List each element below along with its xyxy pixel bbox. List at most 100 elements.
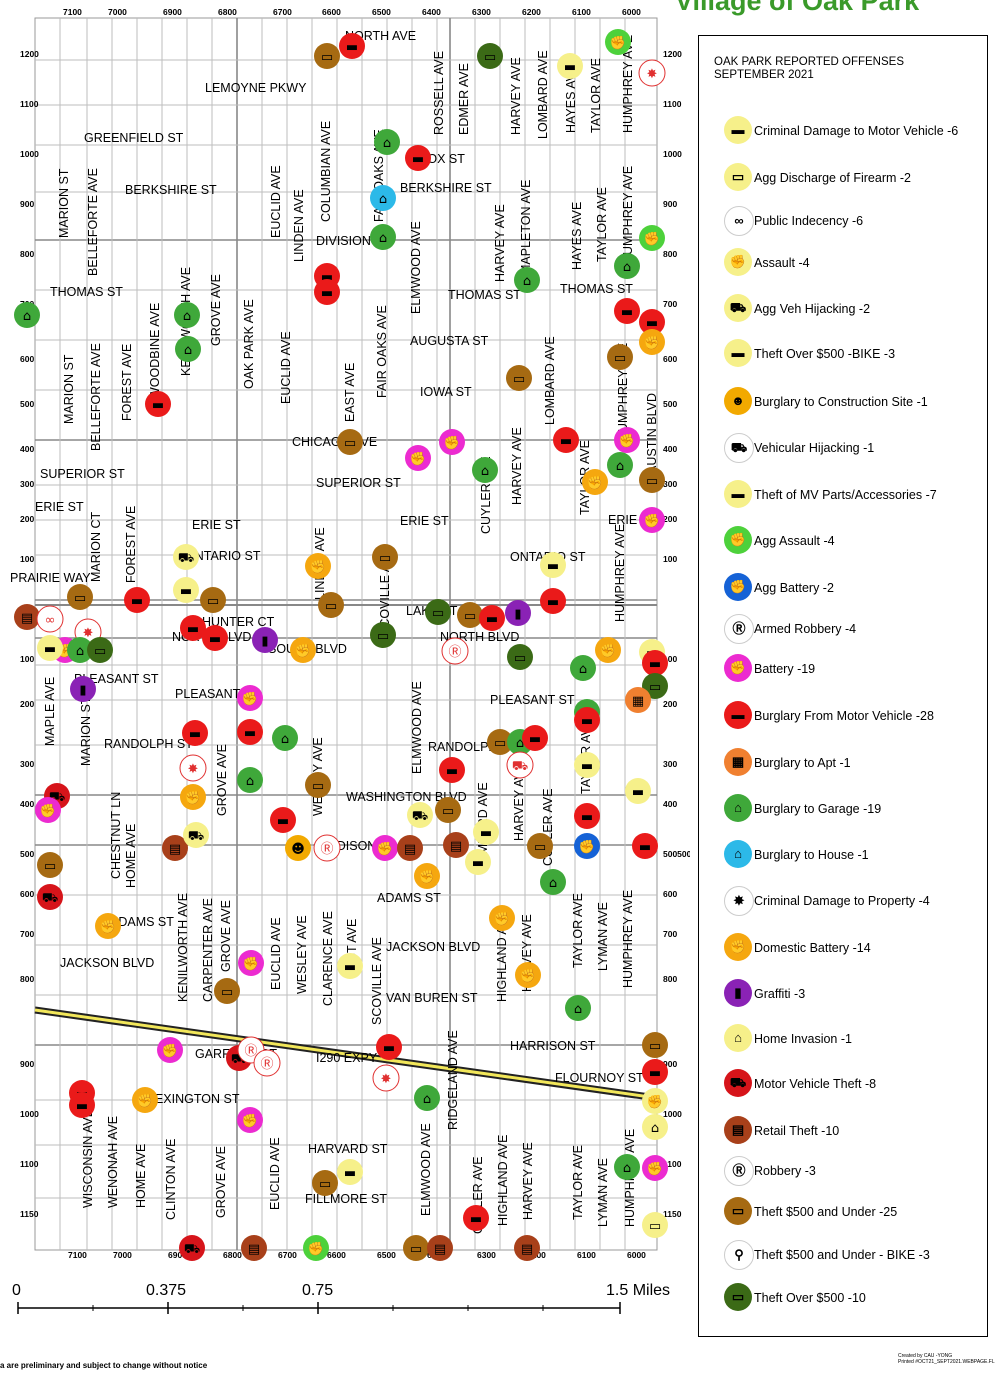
svg-text:⛟: ⛟ bbox=[412, 809, 428, 824]
street-label: WASHINGTON BLVD bbox=[346, 790, 467, 804]
legend-item: ✊Battery -19 bbox=[724, 654, 984, 684]
address-tick-right: 100 bbox=[663, 654, 677, 664]
svg-text:▭: ▭ bbox=[614, 351, 626, 366]
svg-text:▬: ▬ bbox=[189, 727, 201, 742]
svg-text:▬: ▬ bbox=[649, 1066, 661, 1081]
svg-text:⛟: ⛟ bbox=[188, 829, 204, 844]
legend-item: ▤Retail Theft -10 bbox=[724, 1116, 984, 1146]
address-tick-left: 1150 bbox=[20, 1209, 39, 1219]
street-label: EUCLID AVE bbox=[269, 165, 283, 238]
address-tick-left: 1100 bbox=[20, 1159, 39, 1169]
svg-text:▬: ▬ bbox=[639, 840, 651, 855]
legend-item-label: Agg Battery -2 bbox=[754, 581, 834, 595]
scale-label-3: 1.5 Miles bbox=[606, 1282, 670, 1299]
street-label: OAK PARK AVE bbox=[242, 299, 256, 389]
legend-item-label: Armed Robbery -4 bbox=[754, 622, 857, 636]
street-label: WISCONSIN AVE bbox=[81, 1109, 95, 1208]
fist-icon: ✊ bbox=[724, 654, 752, 682]
street-label: AUSTIN BLVD bbox=[645, 393, 659, 474]
street-label: FLOURNOY ST bbox=[555, 1071, 644, 1085]
street-label: CLINTON AVE bbox=[164, 1138, 178, 1220]
robbery-r-offense-marker: Ⓡ bbox=[253, 1049, 281, 1077]
svg-text:▭: ▭ bbox=[344, 436, 356, 451]
street-label: HARVEY AVE bbox=[512, 763, 526, 841]
house-offense-marker: ⌂ bbox=[607, 452, 633, 478]
address-tick-top: 6300 bbox=[472, 7, 491, 17]
car-offense-marker: ▬ bbox=[270, 807, 296, 833]
svg-text:▬: ▬ bbox=[646, 316, 658, 331]
fist-offense-marker: ✊ bbox=[238, 950, 264, 976]
map-title: Village of Oak Park bbox=[675, 0, 920, 16]
street-label: GREENFIELD ST bbox=[84, 131, 184, 145]
address-tick-right: 500 bbox=[663, 399, 677, 409]
svg-text:▭: ▭ bbox=[649, 1219, 661, 1234]
svg-text:▤: ▤ bbox=[434, 1242, 446, 1257]
domestic-offense-marker: ✊ bbox=[305, 553, 331, 579]
address-tick-top: 6500 bbox=[372, 7, 391, 17]
street-label: HUMPHREY AVE bbox=[621, 890, 635, 988]
address-tick-left: 1200 bbox=[20, 49, 39, 59]
svg-text:✊: ✊ bbox=[647, 1094, 663, 1110]
car-offense-marker: ▬ bbox=[145, 391, 171, 417]
street-label: TAYLOR AVE bbox=[589, 58, 603, 133]
vehicle-offense-marker: ⛟ bbox=[179, 1235, 205, 1261]
money-offense-marker: ▭ bbox=[305, 772, 331, 798]
legend-item: ▬Burglary From Motor Vehicle -28 bbox=[724, 701, 984, 731]
street-label: KENILWORTH AVE bbox=[176, 893, 190, 1002]
svg-text:▬: ▬ bbox=[472, 856, 484, 871]
house-offense-marker: ⌂ bbox=[67, 637, 93, 663]
domestic-offense-marker: ✊ bbox=[290, 637, 316, 663]
svg-text:✊: ✊ bbox=[185, 790, 201, 806]
svg-text:⌂: ⌂ bbox=[246, 774, 254, 789]
legend-item-label: Assault -4 bbox=[754, 256, 810, 270]
money-offense-marker: ▭ bbox=[435, 797, 461, 823]
domestic-offense-marker: ✊ bbox=[639, 329, 665, 355]
domestic-offense-marker: ✊ bbox=[582, 469, 608, 495]
offense-markers: ▬▭▭✊▬✸▬⌂⌂⌂⌂✊⌂⌂▬▬⌂⌂▬▬✊▭▭▬▭✊✊▬✊⌂⌂✊▭✊⛟▭▬✊▬▭… bbox=[14, 29, 668, 1261]
street-label: LYMAN AVE bbox=[596, 1158, 610, 1227]
car-offense-marker: ▬ bbox=[479, 605, 505, 631]
svg-text:▭: ▭ bbox=[325, 599, 337, 614]
spray-can-icon: ▮ bbox=[724, 979, 752, 1007]
svg-text:⌂: ⌂ bbox=[623, 1161, 631, 1176]
svg-text:▤: ▤ bbox=[21, 611, 33, 626]
legend-item-label: Criminal Damage to Property -4 bbox=[754, 894, 930, 908]
car-offense-marker: ▬ bbox=[522, 725, 548, 751]
svg-text:⌂: ⌂ bbox=[183, 309, 191, 324]
svg-text:⌂: ⌂ bbox=[623, 260, 631, 275]
svg-text:⌂: ⌂ bbox=[516, 736, 524, 751]
address-tick-bottom: 6300 bbox=[477, 1250, 496, 1260]
street-label: I290 EXPY bbox=[316, 1051, 378, 1065]
svg-text:▬: ▬ bbox=[529, 732, 541, 747]
street-label: GROVE AVE bbox=[219, 900, 233, 972]
svg-text:⛟: ⛟ bbox=[42, 891, 58, 906]
car-icon: ⛟ bbox=[724, 433, 754, 463]
legend-item: ⚲Theft $500 and Under - BIKE -3 bbox=[724, 1240, 984, 1270]
burst-offense-marker: ✸ bbox=[372, 1064, 400, 1092]
scale-label-0: 0 bbox=[12, 1282, 21, 1299]
svg-text:▬: ▬ bbox=[446, 764, 458, 779]
domestic-offense-marker: ✊ bbox=[132, 1087, 158, 1113]
svg-text:▬: ▬ bbox=[621, 305, 633, 320]
fist-offense-marker: ✊ bbox=[237, 685, 263, 711]
legend-item: ✊Domestic Battery -14 bbox=[724, 933, 984, 963]
house-offense-marker: ⌂ bbox=[614, 253, 640, 279]
address-tick-left: 300 bbox=[20, 479, 34, 489]
legend-item-label: Agg Assault -4 bbox=[754, 534, 835, 548]
svg-text:▤: ▤ bbox=[404, 842, 416, 857]
car-offense-marker: ▬ bbox=[237, 719, 263, 745]
svg-text:✊: ✊ bbox=[377, 841, 393, 857]
street-label: MAPLE AVE bbox=[43, 677, 57, 746]
address-tick-right: 200 bbox=[663, 514, 677, 524]
legend-item: ▬Theft of MV Parts/Accessories -7 bbox=[724, 480, 984, 510]
car-offense-marker: ▬ bbox=[339, 33, 365, 59]
svg-text:▭: ▭ bbox=[646, 474, 658, 489]
street-label: THOMAS ST bbox=[50, 285, 123, 299]
money-offense-marker: ▭ bbox=[337, 429, 363, 455]
street-label: PLEASANT ST bbox=[490, 693, 575, 707]
money-offense-marker: ▭ bbox=[200, 587, 226, 613]
car-offense-marker: ▬ bbox=[182, 720, 208, 746]
house-icon: ⌂ bbox=[724, 794, 752, 822]
robbery-r-icon: Ⓡ bbox=[724, 614, 754, 644]
